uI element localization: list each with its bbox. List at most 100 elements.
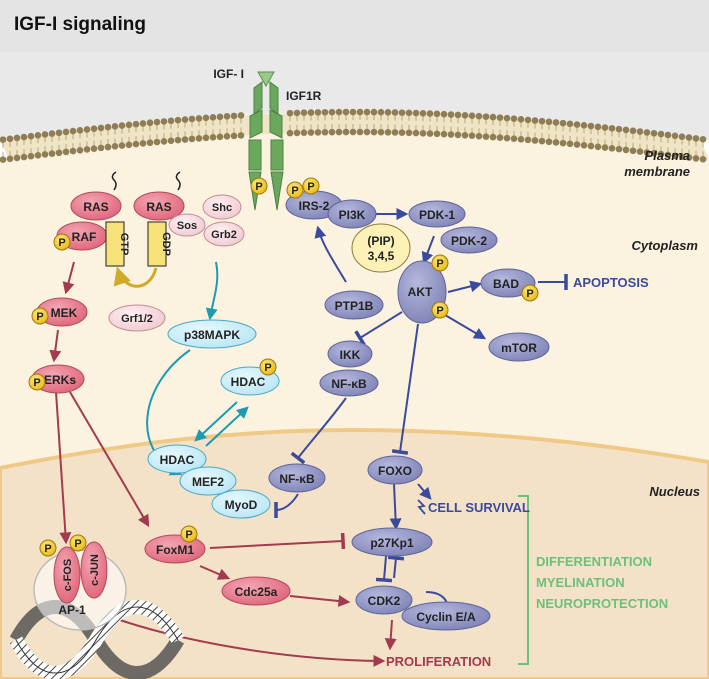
cdc25a-node: [221, 576, 291, 606]
lipid-head: [503, 114, 511, 122]
ras1-node: [70, 191, 122, 221]
lipid-head: [314, 109, 322, 116]
arrow-erks-cfos: [55, 391, 72, 545]
lipid-head: [643, 149, 651, 156]
erks-label: ERKs: [44, 373, 76, 387]
lipid-head: [97, 124, 105, 132]
pi3k-node: [327, 199, 377, 229]
lipid-head: [90, 145, 98, 152]
lipid-head: [174, 116, 182, 124]
lipid-head: [384, 129, 392, 136]
gdp-label: GDP: [160, 232, 172, 256]
lipid-head: [412, 129, 420, 137]
lipid-head: [356, 128, 364, 136]
plasma-membrane-label-line2: membrane: [624, 164, 690, 179]
lipid-head: [503, 134, 511, 142]
lipid-head: [188, 135, 196, 143]
lipid-head: [587, 122, 595, 130]
cyclin-node: [401, 601, 491, 631]
p38mapk-node: [167, 319, 257, 349]
mek-label: MEK: [51, 306, 78, 320]
lipid-head: [615, 145, 623, 153]
pip-label-line1: (PIP): [367, 234, 394, 248]
gdp-box: [147, 221, 167, 267]
lipid-head: [650, 149, 658, 157]
igf1r-label: IGF1R: [286, 89, 322, 103]
phospho-label-mek: P: [36, 311, 43, 323]
lipid-head: [27, 132, 35, 140]
lipid-head: [370, 108, 378, 116]
lipid-head: [307, 129, 315, 136]
lipid-head: [671, 152, 679, 160]
lipid-head: [531, 137, 539, 144]
lipid-head: [391, 129, 399, 136]
phospho-badge-erks: [28, 373, 46, 391]
lipid-head: [83, 146, 91, 153]
pip-node: [351, 223, 411, 273]
lipid-head: [97, 144, 105, 152]
hdac-nuclear-node: [147, 444, 207, 474]
ras2-anchor: [175, 171, 181, 191]
lipid-head: [370, 128, 378, 136]
arrow-hdac-hdac-back: [205, 406, 249, 447]
lipid-head: [559, 119, 567, 127]
lipid-head: [510, 135, 518, 143]
lipid-head: [573, 141, 581, 148]
lipid-head: [636, 128, 644, 135]
bad-node: [480, 268, 536, 298]
lipid-head: [349, 108, 357, 116]
lipid-head: [132, 120, 140, 128]
cell-survival-bolt-icon: [417, 499, 426, 515]
lipid-head: [104, 143, 112, 151]
lipid-head: [559, 139, 567, 147]
lipid-head: [62, 128, 70, 136]
lipid-head: [307, 109, 315, 116]
lipid-head: [433, 110, 441, 118]
lipid-head: [230, 112, 238, 120]
lipid-head: [55, 129, 63, 137]
lipid-head: [146, 139, 154, 147]
lipid-head: [440, 110, 448, 118]
lipid-head: [524, 136, 532, 144]
lipid-head: [552, 119, 560, 126]
lipid-head: [167, 137, 175, 145]
lipid-head: [664, 151, 672, 159]
foxo-label: FOXO: [378, 464, 412, 478]
phospho-badge-mek: [31, 307, 49, 325]
lipid-head: [524, 116, 532, 124]
lipid-head: [167, 117, 175, 125]
lipid-head: [363, 128, 371, 136]
lipid-head: [454, 131, 462, 139]
proliferation-outcome: PROLIFERATION: [386, 654, 491, 669]
lipid-head: [328, 108, 336, 116]
cjun-node: [80, 541, 108, 599]
lipid-head: [643, 129, 651, 136]
hdac-nuclear-label: HDAC: [160, 453, 195, 467]
arrow-raf-mek: [62, 261, 75, 295]
lipid-head: [412, 109, 420, 117]
arrow-ptp1b-irs2: [314, 225, 347, 283]
lipid-head: [293, 129, 301, 137]
lipid-head: [650, 129, 658, 137]
lipid-head: [552, 139, 560, 146]
lipid-head: [216, 113, 224, 121]
lipid-head: [601, 124, 609, 131]
lipid-head: [636, 148, 644, 155]
inhibit-foxm1-p27: [209, 532, 346, 550]
lipid-head: [475, 112, 483, 120]
lipid-head: [699, 135, 707, 143]
lipid-head: [139, 140, 147, 147]
ikk-node: [327, 340, 373, 368]
ras1-anchor: [111, 171, 117, 191]
lipid-head: [461, 131, 469, 139]
igf1-ligand-label: IGF- I: [213, 67, 244, 81]
lipid-head: [538, 137, 546, 145]
lipid-head: [321, 108, 329, 116]
phospho-badge-igf1r: [250, 177, 268, 195]
gtp-box: [105, 221, 125, 267]
lipid-head: [342, 108, 350, 116]
arrow-akt-bad: [447, 280, 483, 293]
cyclin-label: Cyclin E/A: [416, 610, 476, 624]
lipid-head: [118, 142, 126, 149]
lipid-head: [426, 130, 434, 137]
